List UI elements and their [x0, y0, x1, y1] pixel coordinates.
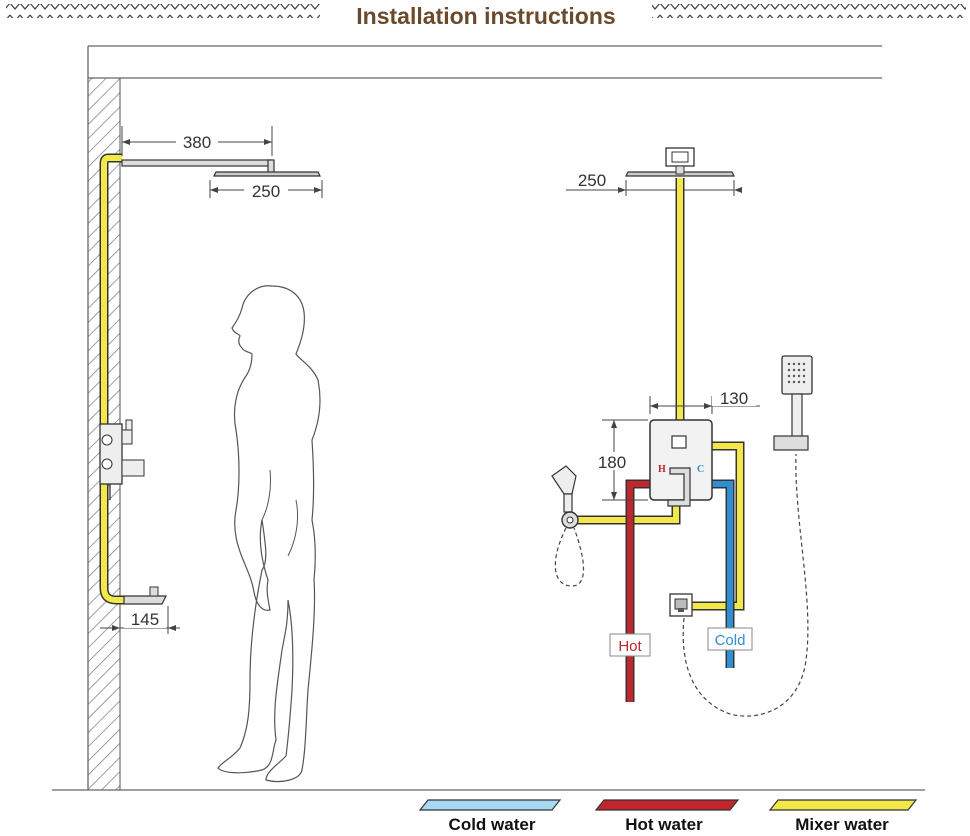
dim-spout-offset: 145: [131, 610, 159, 629]
front-view: 250 H C 130: [551, 147, 813, 717]
handheld-shower: [773, 355, 813, 451]
handheld-hose: [682, 453, 809, 717]
valve-side: [99, 419, 145, 500]
spout-side: [123, 595, 167, 605]
dim-valve-height: 180: [598, 453, 626, 472]
hot-label: Hot: [618, 638, 642, 655]
ceiling-flange: [665, 147, 695, 167]
cold-label: Cold: [715, 632, 746, 649]
page-title: Installation instructions: [356, 3, 615, 29]
legend-hot-label: Hot water: [625, 815, 703, 834]
hot-label-box: [609, 633, 651, 657]
rain-shower-head-side: [213, 171, 321, 177]
dim-valve-width: 130: [720, 389, 748, 408]
dim-arm-length: 380: [183, 133, 211, 152]
dim-right-head-width: 250: [578, 171, 606, 190]
shower-arm: [121, 159, 273, 167]
side-view: 380 250 145: [99, 126, 323, 783]
bidet-sprayer: [551, 465, 579, 529]
legend-mixer-label: Mixer water: [795, 815, 889, 834]
legend-cold-label: Cold water: [449, 815, 536, 834]
sprayer-hose: [554, 527, 584, 587]
title-bar: Installation instructions: [6, 3, 966, 29]
title-ornament-left: [6, 4, 320, 18]
valve-front: H C: [649, 419, 713, 507]
legend-item-cold: Cold water: [418, 799, 562, 834]
legend: Cold water Hot water Mixer water: [418, 799, 918, 834]
handheld-outlet: [669, 593, 693, 617]
valve-hot-letter: H: [658, 464, 666, 475]
dim-left-head-width: 250: [252, 182, 280, 201]
title-ornament-right: [652, 4, 966, 18]
human-figure: [217, 285, 321, 783]
cold-label-box: [707, 627, 753, 651]
valve-cold-letter: C: [697, 464, 704, 475]
legend-item-mixer: Mixer water: [768, 799, 918, 834]
legend-item-hot: Hot water: [594, 799, 740, 834]
